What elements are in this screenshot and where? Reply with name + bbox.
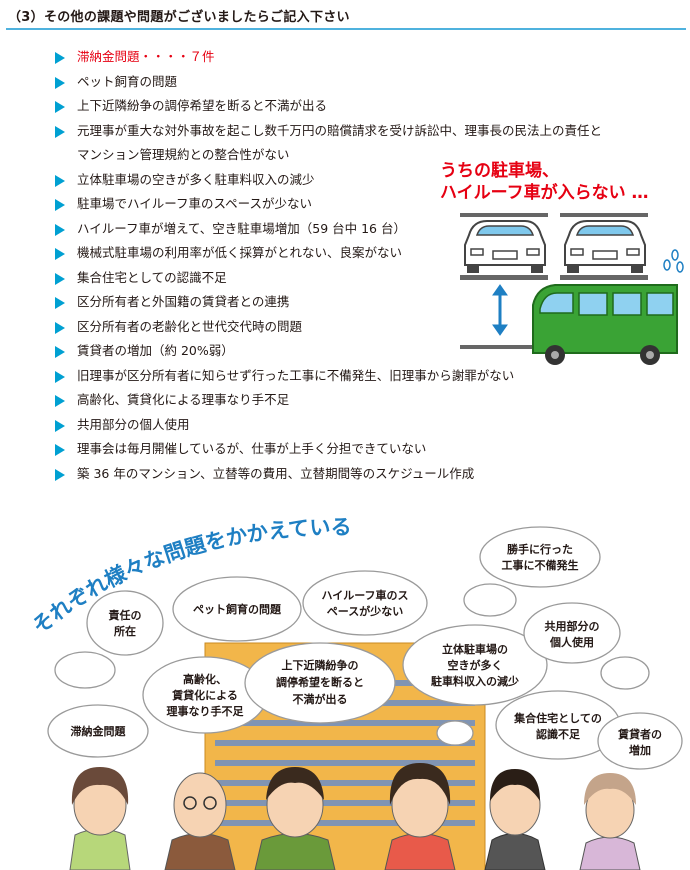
upper-deck-left xyxy=(460,213,548,217)
bubble-text: ハイルーフ車のス xyxy=(321,588,408,602)
bubble-text: 不満が出る xyxy=(293,692,348,706)
bullet-triangle-icon xyxy=(55,395,65,407)
list-item: 区分所有者と外国籍の賃貸者との連携 xyxy=(55,290,685,315)
list-item: 築 36 年のマンション、立替等の費用、立替期間等のスケジュール作成 xyxy=(55,462,685,487)
list-item: ペット飼育の問題 xyxy=(55,70,685,95)
bubble-tainou xyxy=(47,704,149,758)
bubble-text: 共用部分の xyxy=(545,619,600,633)
parking-illustration xyxy=(460,213,684,365)
empty-bubble xyxy=(436,720,474,746)
bubble-text: 賃貸者の xyxy=(617,727,662,741)
middle-deck-right xyxy=(560,275,648,280)
bubble-text: 調停希望を断ると xyxy=(276,675,364,689)
list-item: 立体駐車場の空きが多く駐車料収入の減少 xyxy=(55,168,685,193)
empty-bubble xyxy=(600,656,650,690)
bullet-triangle-icon xyxy=(55,199,65,211)
list-item: ハイルーフ車が増えて、空き駐車場増加（59 台中 16 台） xyxy=(55,217,685,242)
issues-illustration: それぞれ様々な問題をかかえている 滞納金問題 責任の 所在 ペット飼育の問題 高… xyxy=(28,515,683,870)
bullet-triangle-icon xyxy=(55,419,65,432)
elderly-woman-icon xyxy=(579,773,641,870)
bullet-triangle-icon xyxy=(55,444,65,456)
bubble-sekinin xyxy=(86,590,164,656)
list-item: 旧理事が区分所有者に知らせず行った工事に不備発生、旧理事から謝罪がない xyxy=(55,364,685,389)
bullet-triangle-icon xyxy=(55,468,65,481)
sedan-left-icon xyxy=(464,220,546,273)
list-item: 高齢化、賃貸化による理事なり手不足 xyxy=(55,388,685,413)
bubble-text: 勝手に行った xyxy=(507,542,573,556)
sedan-right-icon xyxy=(564,220,646,273)
list-item-continuation: マンション管理規約との整合性がない xyxy=(77,147,290,162)
bullet-triangle-icon xyxy=(55,272,65,285)
bubble-text: 工事に不備発生 xyxy=(502,558,579,572)
section-title: （3）その他の課題や問題がございましたらご記入下さい xyxy=(8,10,350,25)
bullet-triangle-icon xyxy=(55,174,65,187)
bullet-triangle-icon xyxy=(55,321,65,334)
bubble-chintai xyxy=(597,712,683,770)
list-item: 賃貸者の増加（約 20%弱） xyxy=(55,339,685,364)
sweat-drops-icon xyxy=(663,249,684,273)
issue-list: 滞納金問題・・・・７件 ペット飼育の問題 上下近隣紛争の調停希望を断ると不満が出… xyxy=(55,45,685,486)
upper-deck-right xyxy=(560,213,648,217)
bullet-triangle-icon xyxy=(55,52,65,64)
bullet-triangle-icon xyxy=(55,76,65,89)
bubble-text: 賃貸化による xyxy=(171,688,238,702)
list-item: 元理事が重大な対外事故を起こし数千万円の賠償請求を受け訴訟中、理事長の民法上の責… xyxy=(55,119,685,144)
bubble-text: 空きが多く xyxy=(448,658,503,672)
bullet-triangle-icon xyxy=(55,125,65,138)
list-item: 機械式駐車場の利用率が低く採算がとれない、良案がない xyxy=(55,241,685,266)
bubble-text: ペット飼育の問題 xyxy=(193,602,282,616)
bullet-triangle-icon xyxy=(55,248,65,260)
bubble-highroof xyxy=(302,570,428,636)
bubble-text: 増加 xyxy=(629,743,651,757)
list-item: 区分所有者の老齢化と世代交代時の問題 xyxy=(55,315,685,340)
list-item: 共用部分の個人使用 xyxy=(55,413,685,438)
list-item: 上下近隣紛争の調停希望を断ると不満が出る xyxy=(55,94,685,119)
parking-callout: うちの駐車場、 ハイルーフ車が入らない … xyxy=(440,160,649,204)
bubble-text: 立体駐車場の xyxy=(442,642,508,656)
woman-left-icon xyxy=(69,767,131,870)
bullet-triangle-icon xyxy=(55,223,65,236)
bubble-text: ペースが少ない xyxy=(327,604,403,618)
bullet-triangle-icon xyxy=(55,101,65,113)
man-right-icon xyxy=(484,769,546,870)
bubble-rittai xyxy=(402,624,548,706)
bubble-kyouyou xyxy=(523,602,621,664)
bubble-text: 駐車料収入の減少 xyxy=(431,674,519,688)
middle-deck-left xyxy=(460,275,548,280)
bubble-katte xyxy=(479,526,601,588)
bubble-text: 所在 xyxy=(114,624,136,638)
bubble-text: 理事なり手不足 xyxy=(167,704,245,718)
section-header: （3）その他の課題や問題がございましたらご記入下さい xyxy=(6,4,686,30)
height-arrow-icon xyxy=(492,284,508,336)
bullet-triangle-icon xyxy=(55,370,65,383)
list-item: 集合住宅としての認識不足 xyxy=(55,266,685,291)
bubble-text: 上下近隣紛争の xyxy=(282,658,359,672)
list-item: 駐車場でハイルーフ車のスペースが少ない xyxy=(55,192,685,217)
bubble-text: 滞納金問題 xyxy=(71,724,127,738)
callout-line-1: うちの駐車場、 xyxy=(440,161,559,181)
worried-man-icon xyxy=(254,767,336,870)
list-item: 理事会は毎月開催しているが、仕事が上手く分担できていない xyxy=(55,437,685,462)
bullet-triangle-icon xyxy=(55,297,65,309)
lower-deck xyxy=(460,345,548,349)
bullet-triangle-icon xyxy=(55,346,65,358)
empty-bubble xyxy=(54,651,116,689)
woman-striped-icon xyxy=(384,763,456,870)
old-man-icon xyxy=(164,772,236,870)
callout-line-2: ハイルーフ車が入らない … xyxy=(440,183,649,203)
bubble-kinrin xyxy=(244,642,396,724)
bubble-text: 集合住宅としての xyxy=(513,711,602,725)
empty-bubble xyxy=(463,583,517,617)
bubble-text: 認識不足 xyxy=(536,727,581,741)
bubble-text: 責任の xyxy=(109,608,142,622)
bubble-pet xyxy=(172,576,302,642)
bubble-text: 高齢化、 xyxy=(183,672,227,686)
list-item: 滞納金問題・・・・７件 xyxy=(55,45,685,70)
green-van-icon xyxy=(532,284,678,365)
bubble-text: 個人使用 xyxy=(549,635,594,649)
